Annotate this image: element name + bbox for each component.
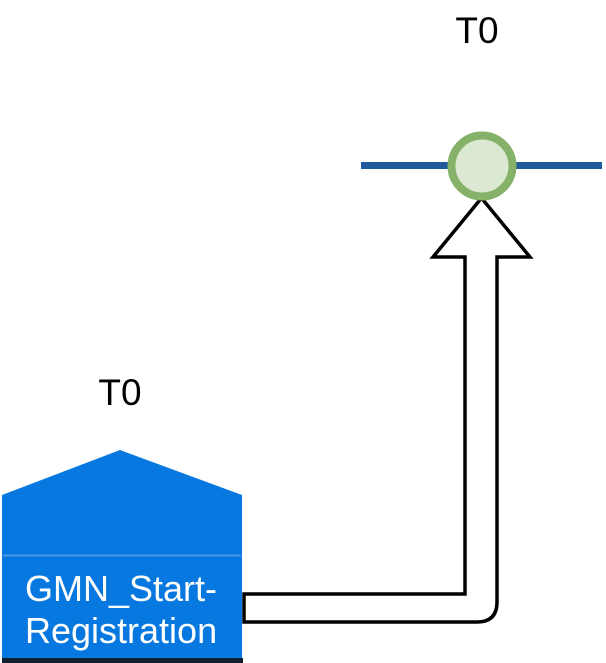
bent-arrow-connector [242,195,534,624]
node-t0-label: T0 [98,372,141,413]
timeline-event-label: T0 [455,10,498,51]
timeline-event-circle [447,131,517,201]
node-name-line1: GMN_Start- [25,568,217,609]
start-registration-node: GMN_Start- Registration [2,450,243,663]
node-name-line2: Registration [25,610,217,651]
node-bottom-bar [2,658,243,663]
